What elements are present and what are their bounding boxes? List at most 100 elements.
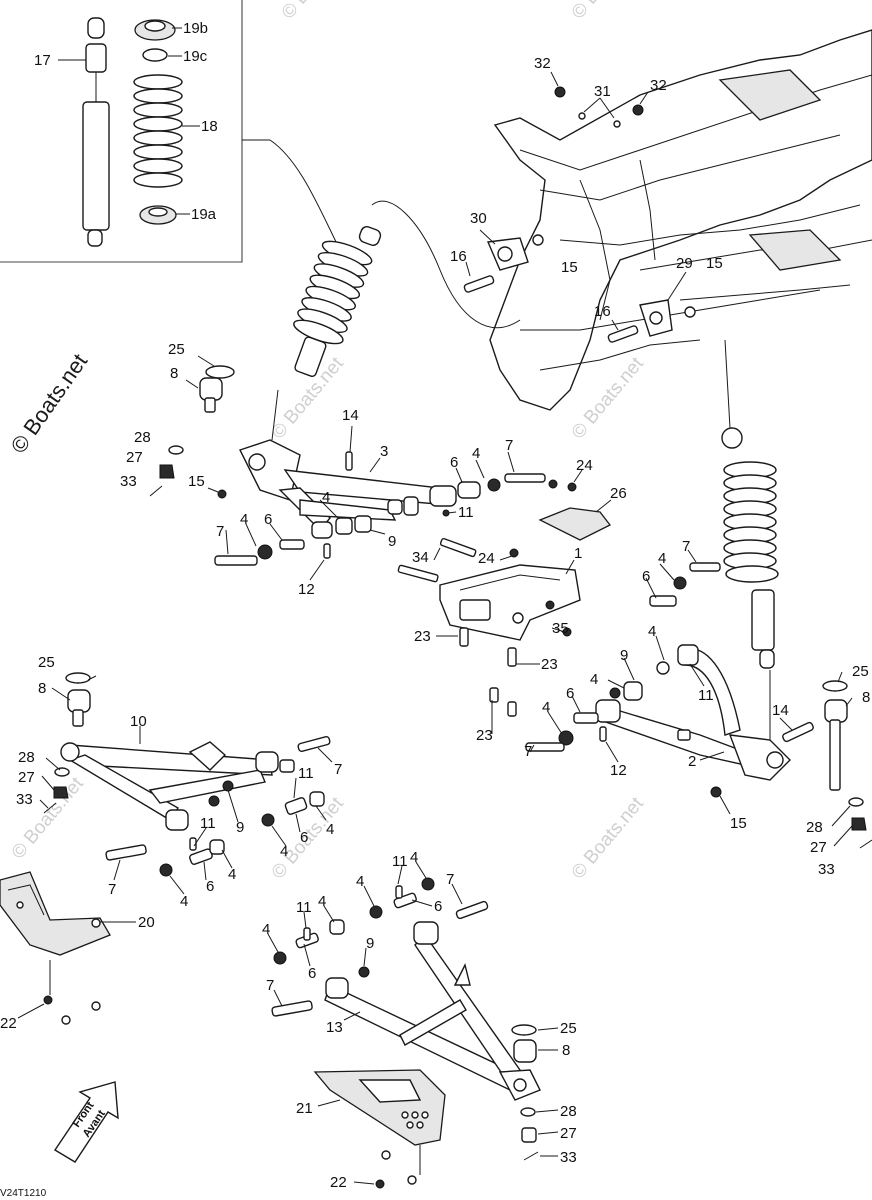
inset-frame: [0, 0, 243, 263]
callout-4: 4: [240, 511, 248, 528]
callout-4: 4: [648, 623, 656, 640]
callout-35: 35: [552, 620, 569, 637]
callout-22: 22: [0, 1015, 17, 1032]
callout-16: 16: [594, 303, 611, 320]
callout-32: 32: [650, 77, 667, 94]
coil-spring-18: [133, 74, 183, 188]
leader-lines: [17, 27, 853, 1185]
callout-7: 7: [682, 538, 690, 555]
callout-27: 27: [18, 769, 35, 786]
callout-6: 6: [264, 511, 272, 528]
callout-28: 28: [18, 749, 35, 766]
callout-14: 14: [772, 702, 789, 719]
callout-24: 24: [478, 550, 495, 567]
callout-6: 6: [434, 898, 442, 915]
callout-6: 6: [308, 965, 316, 982]
callout-27: 27: [126, 449, 143, 466]
lower-a-arm-10: [60, 741, 279, 831]
callout-4: 4: [356, 873, 364, 890]
shock-inset: [0, 0, 341, 263]
skid-plate-21: [313, 1069, 446, 1189]
callout-7: 7: [334, 761, 342, 778]
callout-8: 8: [862, 689, 870, 706]
callout-34: 34: [412, 549, 429, 566]
callout-28: 28: [806, 819, 823, 836]
callout-29: 29: [676, 255, 693, 272]
callout-11: 11: [296, 899, 312, 916]
callout-8: 8: [562, 1042, 570, 1059]
callout-10: 10: [130, 713, 147, 730]
callout-4: 4: [590, 671, 598, 688]
callout-25: 25: [852, 663, 869, 680]
callout-6: 6: [450, 454, 458, 471]
callout-19a: 19a: [191, 206, 217, 223]
callout-8: 8: [38, 680, 46, 697]
watermark-faint: © Boats.net: [568, 793, 649, 883]
callout-9: 9: [620, 647, 628, 664]
callout-6: 6: [206, 878, 214, 895]
drawing-code: V24T1210: [0, 1188, 47, 1199]
callout-2: 2: [688, 753, 696, 770]
callout-25: 25: [560, 1020, 577, 1037]
callout-16: 16: [450, 248, 467, 265]
callout-24: 24: [576, 457, 593, 474]
callout-6: 6: [566, 685, 574, 702]
arm2-hardware: [525, 562, 872, 849]
callout-11: 11: [392, 853, 408, 870]
front-direction-arrow: Front Avant: [54, 1081, 119, 1163]
callout-20: 20: [138, 914, 155, 931]
callout-28: 28: [560, 1103, 577, 1120]
callout-27: 27: [560, 1125, 577, 1142]
callout-31: 31: [594, 83, 611, 100]
watermark-faint: © Boats.net: [568, 0, 649, 23]
callout-labels: 17 19b 19c 18 19a 32 31 32 30 16 15 29 1…: [0, 20, 870, 1191]
callout-26: 26: [610, 485, 627, 502]
skid-plate-20: [0, 871, 111, 1025]
center-bracket-1: [439, 479, 581, 641]
callout-8: 8: [170, 365, 178, 382]
callout-15: 15: [188, 473, 205, 490]
watermark-faint: © Boats.net: [8, 773, 89, 863]
callout-12: 12: [298, 581, 315, 598]
inset-leader-curve: [269, 139, 341, 251]
callout-9: 9: [366, 935, 374, 952]
arm10-hardware: [43, 672, 331, 877]
callout-15: 15: [730, 815, 747, 832]
watermark-faint: © Boats.net: [278, 0, 359, 23]
callout-23: 23: [541, 656, 558, 673]
callout-22: 22: [330, 1174, 347, 1191]
spring-seat-19a: [139, 205, 177, 225]
callout-3: 3: [380, 443, 388, 460]
callout-4: 4: [326, 821, 334, 838]
callout-7: 7: [108, 881, 116, 898]
spring-retainer-19c: [142, 48, 168, 62]
callout-19c: 19c: [183, 48, 208, 65]
upper-a-arm-3: [239, 439, 457, 539]
callout-14: 14: [342, 407, 359, 424]
callout-33: 33: [560, 1149, 577, 1166]
callout-6: 6: [642, 568, 650, 585]
callout-11: 11: [698, 687, 714, 704]
callout-13: 13: [326, 1019, 343, 1036]
callout-4: 4: [180, 893, 188, 910]
callout-23: 23: [414, 628, 431, 645]
callout-4: 4: [658, 550, 666, 567]
callout-30: 30: [470, 210, 487, 227]
callout-4: 4: [322, 489, 330, 506]
callout-33: 33: [16, 791, 33, 808]
spring-seat-19b: [134, 19, 176, 41]
callout-9: 9: [236, 819, 244, 836]
callout-7: 7: [524, 743, 532, 760]
callout-4: 4: [228, 866, 236, 883]
callout-4: 4: [280, 843, 288, 860]
arm13-hardware: [271, 877, 539, 1161]
vehicle-frame: [489, 29, 872, 411]
callout-7: 7: [505, 437, 513, 454]
lower-a-arm-13: [324, 921, 541, 1101]
frame-hardware: [463, 86, 696, 343]
callout-19b: 19b: [183, 20, 208, 37]
watermark-main: © Boats.net: [6, 349, 93, 458]
callout-17: 17: [34, 52, 51, 69]
